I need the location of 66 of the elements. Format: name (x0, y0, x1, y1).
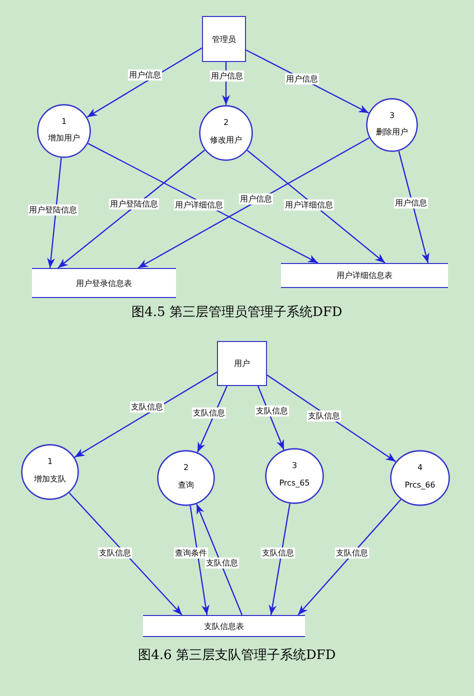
edge-label: 查询条件 (174, 548, 208, 558)
edge-label: 支队信息 (192, 408, 226, 418)
data-store (143, 615, 305, 637)
edge-label: 支队信息 (98, 548, 132, 558)
process-label: 修改用户 (210, 134, 242, 146)
external-entity-box (202, 16, 246, 62)
data-store (281, 263, 448, 288)
edge-label: 用户信息 (239, 194, 273, 204)
arrow (86, 47, 202, 118)
arrow (88, 142, 318, 264)
process-circle (21, 444, 79, 500)
arrow (68, 492, 182, 616)
arrow (138, 137, 370, 269)
arrow (246, 150, 386, 264)
entity-label: 用户 (234, 358, 250, 369)
process-circle (37, 104, 91, 158)
entity-label: 管理员 (212, 34, 236, 44)
edge-label: 用户登陆信息 (109, 198, 159, 210)
process-label: 增加用户 (48, 132, 80, 144)
process-number: 2 (223, 118, 229, 127)
arrow (398, 150, 430, 264)
process-circle (366, 98, 418, 152)
arrow (47, 158, 62, 268)
edge-label: 支队信息 (335, 548, 369, 558)
data-store (32, 268, 176, 298)
edge-label: 支队信息 (130, 402, 164, 412)
store-label: 用户详细信息表 (336, 270, 392, 281)
edge-label: 用户信息 (128, 70, 162, 80)
process-label: 查询 (178, 479, 194, 490)
arrow (266, 374, 396, 462)
arrow (190, 506, 210, 616)
arrow (196, 386, 228, 453)
process-number: 4 (417, 463, 423, 472)
edge-label: 支队信息 (261, 548, 295, 558)
process-number: 3 (389, 111, 395, 120)
process-circle (157, 450, 215, 506)
external-entity-box (217, 341, 267, 386)
edge-label: 支队信息 (307, 410, 341, 422)
process-label: 增加支队 (34, 473, 66, 484)
process-label: 删除用户 (376, 126, 408, 138)
process-circle (265, 448, 324, 504)
edge-label: 用户详细信息 (174, 200, 224, 210)
process-number: 2 (183, 463, 189, 472)
process-circle (199, 105, 253, 161)
process-number: 3 (292, 461, 298, 470)
store-label: 支队信息表 (204, 620, 244, 632)
arrow (74, 371, 218, 458)
process-number: 1 (61, 117, 67, 126)
edge-label: 用户信息 (394, 198, 428, 208)
arrow (268, 504, 290, 616)
process-circle (390, 450, 450, 506)
store-label: 用户登录信息表 (76, 278, 132, 288)
process-label: Prcs_66 (404, 480, 436, 490)
figure-caption: 图4.5 第三层管理员管理子系统DFD (132, 304, 342, 321)
figure-caption: 图4.6 第三层支队管理子系统DFD (138, 647, 336, 664)
arrow (298, 499, 402, 616)
process-label: Prcs_65 (279, 478, 310, 488)
edge-label: 用户详细信息 (284, 200, 334, 210)
process-number: 1 (47, 457, 53, 466)
edge-label: 用户信息 (285, 74, 319, 84)
arrow (58, 150, 206, 268)
arrow (196, 504, 243, 616)
edge-label: 用户登陆信息 (28, 204, 78, 216)
edge-label: 用户信息 (210, 70, 244, 82)
edge-label: 支队信息 (205, 558, 239, 568)
edge-label: 支队信息 (255, 406, 289, 416)
